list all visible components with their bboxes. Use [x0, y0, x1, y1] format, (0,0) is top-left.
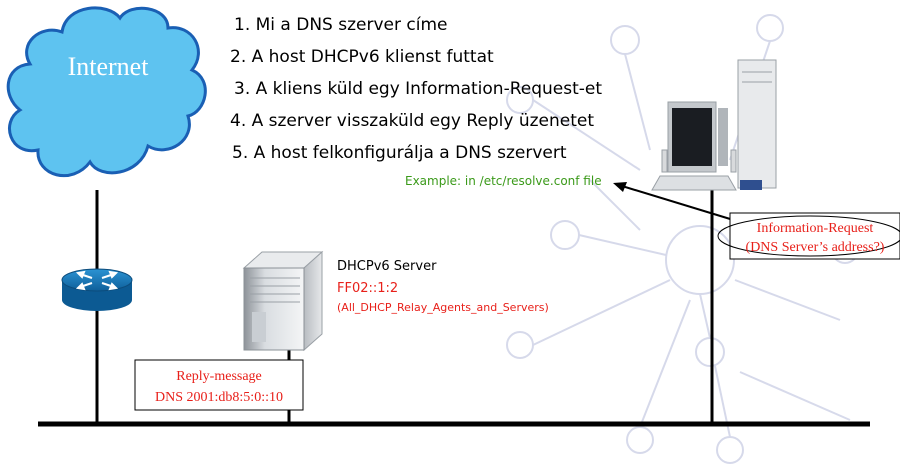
- reply-message-label: Reply-message: [176, 369, 262, 384]
- example-note: Example: in /etc/resolve.conf file: [405, 174, 602, 188]
- server-tower-icon: [242, 250, 324, 352]
- cloud-icon: Internet: [6, 6, 207, 178]
- step-item: 2. A host DHCPv6 klienst futtat: [230, 47, 494, 67]
- reply-message-box: Reply-message DNS 2001:db8:5:0::10: [134, 359, 304, 411]
- server-multicast-address: FF02::1:2: [337, 281, 398, 296]
- step-item: 5. A host felkonfigurálja a DNS szervert: [232, 143, 567, 163]
- router-icon: [61, 268, 133, 311]
- request-arrow: [613, 182, 741, 223]
- information-request-box: Information-Request (DNS Server’s addres…: [717, 212, 900, 260]
- information-request-label: Information-Request: [757, 221, 874, 236]
- desktop-pc-icon: [651, 59, 777, 191]
- server-multicast-group: (All_DHCP_Relay_Agents_and_Servers): [337, 301, 549, 314]
- cloud-label: Internet: [68, 52, 150, 81]
- step-item: 1. Mi a DNS szerver címe: [234, 15, 447, 35]
- step-item: 3. A kliens küld egy Information-Request…: [234, 79, 602, 99]
- step-list: 1. Mi a DNS szerver címe 2. A host DHCPv…: [230, 15, 602, 163]
- reply-dns-address: DNS 2001:db8:5:0::10: [155, 390, 283, 405]
- step-item: 4. A szerver visszaküld egy Reply üzenet…: [230, 111, 594, 131]
- information-request-question: (DNS Server’s address?): [746, 240, 885, 255]
- server-name: DHCPv6 Server: [337, 259, 437, 274]
